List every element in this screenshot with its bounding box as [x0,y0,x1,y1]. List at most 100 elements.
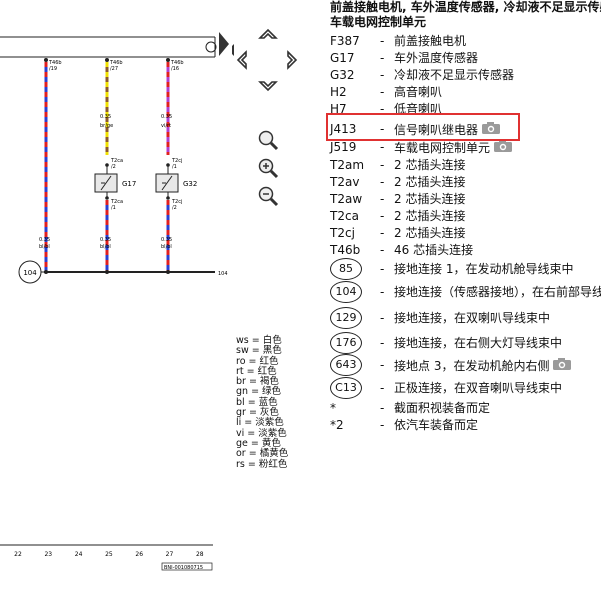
legend-dash: - [380,401,385,415]
wire-color: bl/bl [100,244,111,250]
legend-dash: - [380,418,385,432]
pin-dot [166,58,170,62]
camera-icon[interactable] [481,121,501,140]
nav-arrow-pad[interactable] [232,24,302,96]
legend-ground-circle: 643 [330,354,362,376]
legend-desc-text: 接地连接，在右侧大灯导线束中 [394,336,563,350]
wire-size: 0.35 [161,237,172,243]
wire-color: bl/bl [161,244,172,250]
legend-desc: 接地连接，在右侧大灯导线束中 [394,335,562,352]
pin-dot [105,58,109,62]
legend-dash: - [380,51,385,65]
ruler-tick-label: 23 [44,551,52,558]
legend-code: T2ca [330,209,359,223]
legend-desc: 车载电网控制单元 [394,139,513,158]
highlight-box [326,113,520,141]
color-code-item: li = 淡紫色 [236,417,284,429]
zoom-out-icon[interactable] [256,184,280,208]
legend-desc-text: 低音喇叭 [394,102,443,116]
legend-desc-text: 46 芯插头连接 [394,243,474,257]
pin-label: T46b [170,60,184,66]
camera-icon[interactable] [552,357,572,376]
legend-dash: - [380,226,385,240]
legend-code: G32 [330,68,355,82]
ground-node-circle [18,260,42,284]
legend-desc-text: 车载电网控制单元 [394,141,491,155]
connector-dot [166,196,170,200]
arrow-left-icon[interactable] [236,50,247,70]
legend-desc-text: 接地连接（传感器接地），在右前部导线束中 [394,285,601,299]
pin-dot [44,58,48,62]
legend-code: T2cj [330,226,355,240]
legend-desc: 接地点 3，在发动机舱内右侧 [394,357,572,376]
zoom-in-icon[interactable] [256,156,280,180]
legend-desc: 高音喇叭 [394,84,442,101]
legend-dash: - [380,381,385,395]
legend-desc: 46 芯插头连接 [394,242,473,259]
legend-code: T46b [330,243,361,257]
legend-desc: 2 芯插头连接 [394,157,465,174]
ruler-tick-label: 26 [135,551,143,558]
connector-label: T2ca [110,199,123,205]
footer-box [161,562,213,571]
connector-pin: /1 [111,205,116,211]
legend-dash: - [380,336,385,350]
legend-desc: 接地连接 1，在发动机舱导线束中 [394,261,573,278]
legend-dash: - [380,122,385,136]
legend-desc: 冷却液不足显示传感器 [394,67,514,84]
legend-dash: - [380,358,385,372]
legend-desc: 前盖接触电机 [394,33,466,50]
connector-dot [105,196,109,200]
color-code-item: gn = 绿色 [236,386,282,398]
arrow-left-solid-icon[interactable] [232,44,234,56]
legend-code: F387 [330,34,360,48]
wire-color: bl/bl [39,244,50,250]
legend-ground-circle: 176 [330,332,362,354]
color-code-item: bl = 蓝色 [236,396,278,408]
legend-dash: - [380,68,385,82]
ruler-tick-label: 27 [166,551,174,558]
arrow-down-icon[interactable] [258,81,278,92]
legend-dash: - [380,158,385,172]
legend-desc: 2 芯插头连接 [394,174,465,191]
legend-desc-text: 接地连接 1，在发动机舱导线束中 [394,262,574,276]
legend-desc: 车外温度传感器 [394,50,478,67]
legend-code: J413 [330,122,357,136]
connector-pin: /1 [172,164,177,170]
legend-desc-text: 2 芯插头连接 [394,226,466,240]
color-code-item: ge = 黄色 [236,437,281,449]
legend-desc: 信号喇叭继电器 [394,121,501,140]
legend-code: * [330,401,336,415]
legend-desc: 正极连接，在双音喇叭导线束中 [394,380,562,397]
camera-icon[interactable] [493,139,513,158]
ruler-tick-label: 22 [14,551,22,558]
legend-dash: - [380,192,385,206]
connector-pin: /2 [172,205,177,211]
component-label: G32 [183,180,197,188]
legend-ground-circle: 104 [330,281,362,303]
legend-dash: - [380,262,385,276]
arrow-right-icon[interactable] [287,50,298,70]
pin-label: T46b [48,60,62,66]
legend-desc: 2 芯插头连接 [394,191,465,208]
color-code-item: gr = 灰色 [236,407,279,419]
zoom-fit-icon[interactable] [256,128,280,152]
legend-desc-text: 正极连接，在双音喇叭导线束中 [394,381,563,395]
wire-size: 0.35 [100,237,111,243]
pin-number: /27 [110,66,118,72]
wire-color: vi/rt [161,123,171,129]
pin-number: /19 [49,66,57,72]
arrow-up-icon[interactable] [258,28,278,39]
legend-desc-text: 依汽车装备而定 [394,418,479,432]
ruler-tick-label: 28 [196,551,204,558]
collapse-arrow-icon[interactable] [218,30,230,58]
page-title: 前盖接触电机, 车外温度传感器, 冷却液不足显示传感器, 高音喇叭, 低音喇叭,… [330,0,601,30]
legend-ground-circle: C13 [330,377,362,399]
legend-dash: - [380,34,385,48]
legend-dash: - [380,102,385,116]
legend-dash: - [380,175,385,189]
legend-desc: 2 芯插头连接 [394,225,465,242]
legend-desc: 截面积视装备而定 [394,400,490,417]
legend-desc-text: 高音喇叭 [394,85,443,99]
